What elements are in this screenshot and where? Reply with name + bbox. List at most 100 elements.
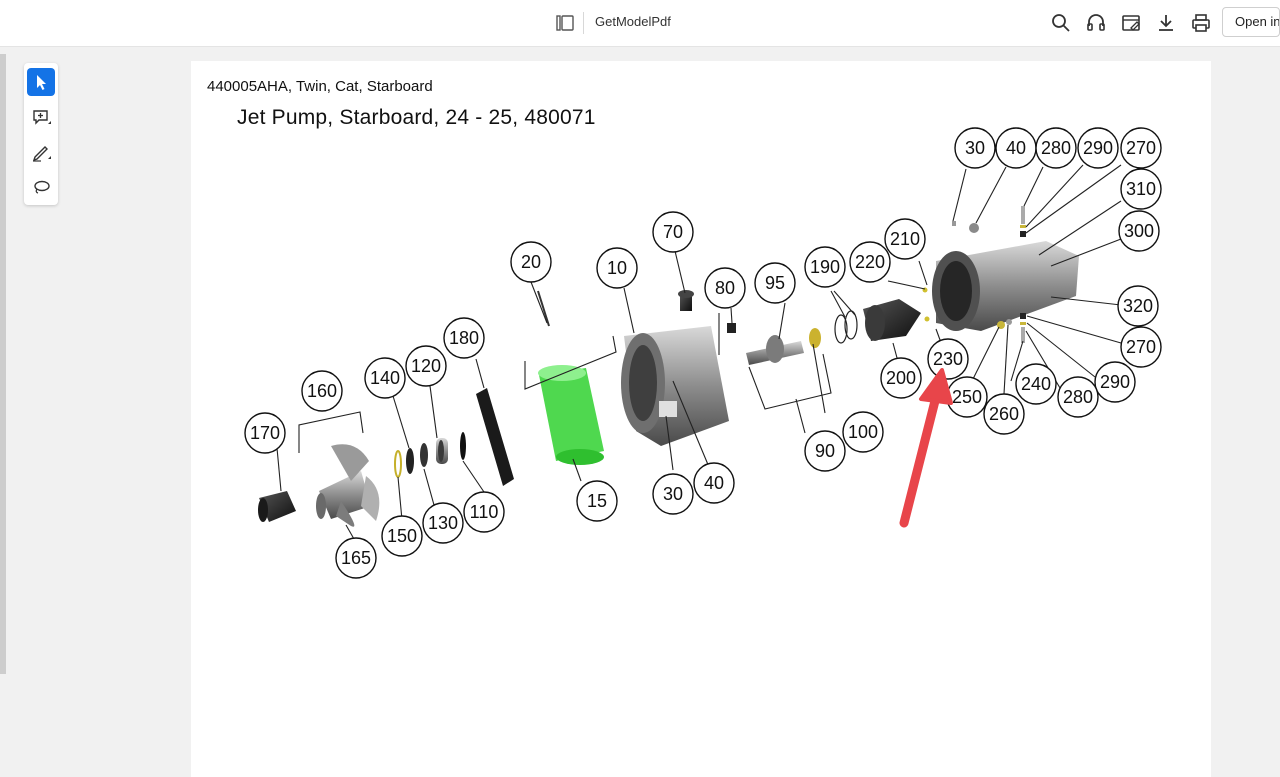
svg-text:310: 310 — [1126, 179, 1156, 199]
select-tool-button[interactable] — [27, 68, 55, 96]
callout-40-top: 40 — [995, 127, 1037, 169]
part-80-nut — [727, 323, 736, 333]
callout-165: 165 — [335, 537, 377, 579]
select-cursor-icon — [37, 75, 46, 90]
print-icon[interactable] — [1189, 11, 1213, 35]
svg-text:15: 15 — [587, 491, 607, 511]
svg-text:290: 290 — [1100, 372, 1130, 392]
draw-icon — [32, 146, 51, 162]
lasso-tool-button[interactable] — [27, 173, 55, 201]
svg-text:250: 250 — [952, 387, 982, 407]
callout-70: 70 — [652, 211, 694, 253]
callout-30-top: 30 — [954, 127, 996, 169]
svg-text:40: 40 — [704, 473, 724, 493]
svg-text:230: 230 — [933, 349, 963, 369]
callout-250: 250 — [946, 376, 988, 418]
callout-130: 130 — [422, 502, 464, 544]
svg-text:40: 40 — [1006, 138, 1026, 158]
svg-text:270: 270 — [1126, 138, 1156, 158]
part-10-pump-housing — [621, 326, 729, 446]
svg-text:260: 260 — [989, 404, 1019, 424]
part-230-stator-housing — [932, 241, 1079, 331]
callout-290-top: 290 — [1077, 127, 1119, 169]
part-130-spacer — [420, 443, 428, 467]
part-20-screw — [537, 290, 550, 327]
open-in-app-button[interactable]: Open in c — [1222, 7, 1280, 37]
callout-110: 110 — [463, 491, 505, 533]
svg-text:320: 320 — [1123, 296, 1153, 316]
part-270-nut-lower — [1020, 313, 1026, 319]
part-200-cone — [863, 299, 921, 341]
callout-80: 80 — [704, 267, 746, 309]
svg-text:280: 280 — [1041, 138, 1071, 158]
svg-text:290: 290 — [1083, 138, 1113, 158]
add-comment-tool-button[interactable] — [27, 103, 55, 131]
callout-220: 220 — [849, 241, 891, 283]
callout-240: 240 — [1015, 363, 1057, 405]
svg-text:170: 170 — [250, 423, 280, 443]
part-280-bolt-lower — [1021, 327, 1025, 343]
callout-270-top: 270 — [1120, 127, 1162, 169]
svg-text:240: 240 — [1021, 374, 1051, 394]
sidebar-toggle-icon[interactable] — [555, 13, 575, 33]
left-scrollbar[interactable] — [0, 54, 6, 674]
fill-sign-icon[interactable] — [1119, 11, 1143, 35]
part-150-ring — [394, 450, 402, 478]
svg-text:130: 130 — [428, 513, 458, 533]
svg-text:20: 20 — [521, 252, 541, 272]
bracket-160 — [298, 411, 364, 453]
svg-text:90: 90 — [815, 441, 835, 461]
lasso-icon — [34, 180, 50, 194]
callout-310: 310 — [1120, 168, 1162, 210]
leader-lines — [276, 164, 1122, 540]
callout-40-housing: 40 — [693, 462, 735, 504]
part-270-nut-top — [1020, 231, 1026, 237]
callout-180: 180 — [443, 317, 485, 359]
svg-text:280: 280 — [1063, 387, 1093, 407]
callout-15: 15 — [576, 480, 618, 522]
svg-text:165: 165 — [341, 548, 371, 568]
annotation-tool-panel — [24, 63, 58, 205]
part-280-bolt-top — [1021, 206, 1025, 224]
part-190-o-rings — [834, 310, 858, 344]
svg-text:100: 100 — [848, 422, 878, 442]
part-220-bolt — [924, 316, 930, 322]
callout-150: 150 — [381, 515, 423, 557]
svg-text:10: 10 — [607, 258, 627, 278]
part-110-seal — [460, 432, 466, 460]
callout-230: 230 — [927, 338, 969, 380]
callout-100: 100 — [842, 411, 884, 453]
part-170-cap — [258, 491, 296, 522]
document-title: GetModelPdf — [595, 14, 671, 29]
callout-280-top: 280 — [1035, 127, 1077, 169]
svg-text:120: 120 — [411, 356, 441, 376]
svg-text:30: 30 — [663, 484, 683, 504]
part-290-washer-top — [1020, 225, 1026, 228]
pdf-page: 20 10 70 80 95 190 220 210 30 40 280 290… — [191, 61, 1211, 777]
callout-140: 140 — [364, 357, 406, 399]
callout-190: 190 — [804, 246, 846, 288]
add-comment-icon — [33, 110, 51, 125]
callout-170: 170 — [244, 412, 286, 454]
callout-160: 160 — [301, 370, 343, 412]
top-toolbar: GetModelPdf Open in c — [0, 0, 1280, 47]
bracket-90 — [748, 353, 832, 410]
draw-tool-button[interactable] — [27, 138, 55, 166]
diagram-title: Jet Pump, Starboard, 24 - 25, 480071 — [237, 106, 596, 129]
callout-300: 300 — [1118, 210, 1160, 252]
callout-320: 320 — [1117, 285, 1159, 327]
svg-text:30: 30 — [965, 138, 985, 158]
part-70-plug — [678, 290, 694, 311]
svg-text:300: 300 — [1124, 221, 1154, 241]
svg-text:95: 95 — [765, 273, 785, 293]
svg-text:210: 210 — [890, 229, 920, 249]
callout-20: 20 — [510, 241, 552, 283]
callout-210: 210 — [884, 218, 926, 260]
callout-200: 200 — [880, 357, 922, 399]
callout-260: 260 — [983, 393, 1025, 435]
red-pointer-arrow — [899, 368, 953, 528]
read-aloud-icon[interactable] — [1084, 11, 1108, 35]
download-icon[interactable] — [1154, 11, 1178, 35]
search-icon[interactable] — [1049, 11, 1073, 35]
svg-text:160: 160 — [307, 381, 337, 401]
